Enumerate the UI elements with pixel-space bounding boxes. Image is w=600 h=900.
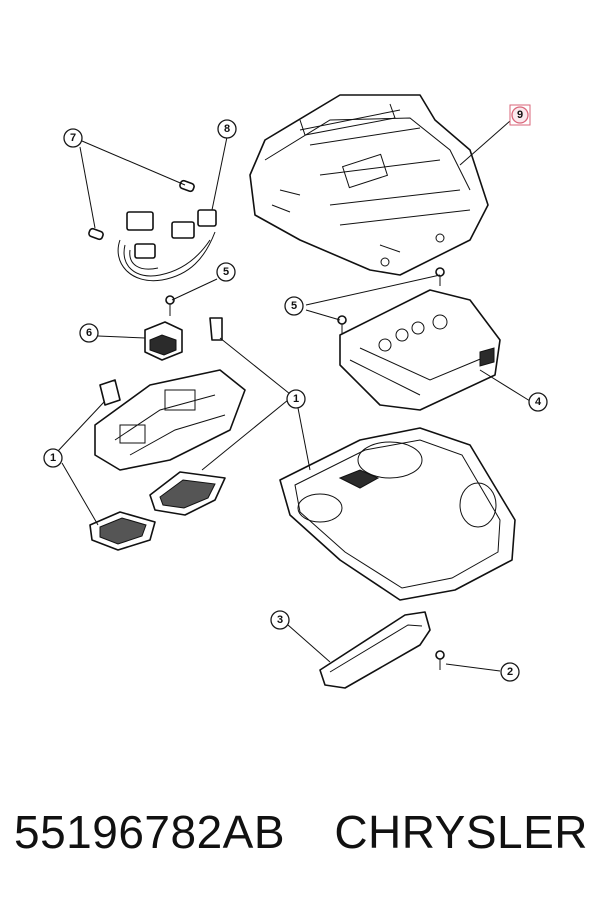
- console-bezel: [279, 427, 516, 601]
- svg-text:2: 2: [507, 666, 513, 678]
- part-caption: 55196782AB CHRYSLER: [0, 792, 600, 872]
- wiring-harness: [117, 209, 217, 282]
- bulb-upper: [179, 179, 195, 193]
- part-number: 55196782AB: [14, 806, 286, 858]
- svg-text:1: 1: [50, 452, 56, 464]
- callout-1-center: 1: [286, 389, 306, 409]
- callout-2: 2: [500, 662, 520, 682]
- trim-cover: [319, 611, 431, 689]
- exploded-parts-diagram: 7 8 5 6 1 9 5 4 1 3 2: [43, 94, 548, 689]
- switch-module: [339, 289, 501, 411]
- screw-center: [337, 315, 347, 334]
- leader-lines: [57, 120, 531, 672]
- svg-text:7: 7: [70, 132, 76, 144]
- grille-center: [149, 471, 226, 516]
- callout-8: 8: [217, 119, 237, 139]
- screw-lower-right: [435, 650, 445, 670]
- callout-4: 4: [528, 392, 548, 412]
- screw-upper-right: [435, 267, 445, 286]
- module-box: [144, 321, 183, 361]
- callout-5-center: 5: [284, 296, 304, 316]
- screw-upper-left: [165, 295, 175, 316]
- svg-text:3: 3: [277, 614, 283, 626]
- callout-9: 9: [509, 104, 531, 126]
- callout-3: 3: [270, 610, 290, 630]
- lamp-housing-left: [94, 317, 246, 471]
- svg-text:6: 6: [86, 327, 92, 339]
- overhead-console-housing: [249, 94, 489, 276]
- svg-text:8: 8: [224, 123, 230, 135]
- svg-text:9: 9: [517, 109, 523, 121]
- svg-text:4: 4: [535, 396, 542, 408]
- brand-name: CHRYSLER: [334, 806, 588, 858]
- svg-text:5: 5: [223, 266, 229, 278]
- bulb-lower: [88, 227, 104, 241]
- callout-1-left: 1: [43, 448, 63, 468]
- callout-6: 6: [79, 323, 99, 343]
- grille-lower-left: [89, 511, 156, 551]
- svg-text:5: 5: [291, 300, 297, 312]
- callout-7: 7: [63, 128, 83, 148]
- svg-text:1: 1: [293, 393, 299, 405]
- callout-5-upper-left: 5: [216, 262, 236, 282]
